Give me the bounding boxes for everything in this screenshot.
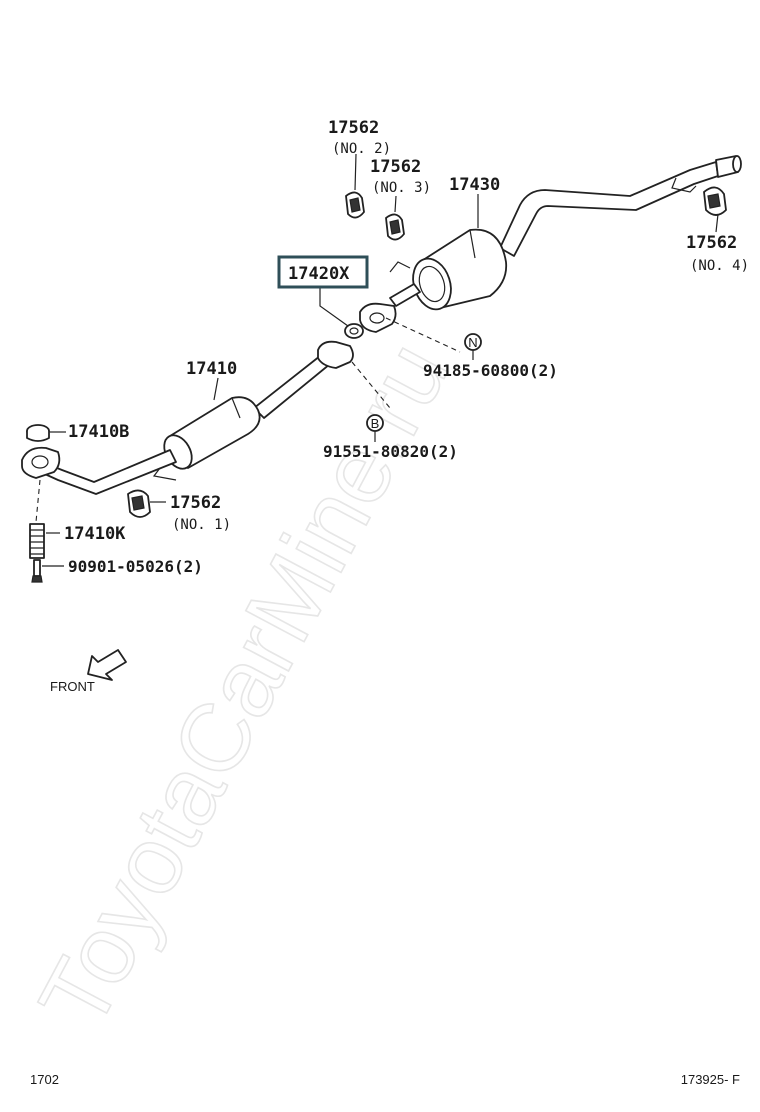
label-17420x[interactable]: 17420X (288, 264, 350, 284)
label-17562-no4-sub: (NO. 4) (690, 258, 749, 274)
label-17410[interactable]: 17410 (186, 359, 237, 379)
front-label: FRONT (50, 679, 95, 694)
label-17562-no3-sub: (NO. 3) (372, 180, 431, 196)
front-arrow-icon (87, 649, 127, 681)
leader-lines (42, 153, 719, 567)
label-17562-no4[interactable]: 17562 (686, 233, 737, 253)
label-17562-no1-sub: (NO. 1) (172, 517, 231, 533)
label-17430[interactable]: 17430 (449, 175, 500, 195)
part-labels: 17562 (NO. 2) 17562 (NO. 3) 17430 17562 … (64, 118, 749, 576)
footer-right: 173925- F (681, 1072, 740, 1087)
label-17562-no2-sub: (NO. 2) (332, 141, 391, 157)
label-17562-no3[interactable]: 17562 (370, 157, 421, 177)
footer-left: 1702 (30, 1072, 59, 1087)
label-94185-60800[interactable]: 94185-60800(2) (423, 361, 558, 380)
callout-markers: N B (366, 333, 482, 432)
highlight-box (277, 255, 369, 289)
label-17562-no2[interactable]: 17562 (328, 118, 379, 138)
label-17410k[interactable]: 17410K (64, 524, 126, 544)
gasket-17420x-drawing (344, 323, 364, 339)
front-fittings-drawing (26, 424, 50, 583)
hanger-drawings (127, 186, 727, 518)
front-direction-indicator: FRONT (50, 649, 127, 694)
alignment-lines (35, 317, 461, 523)
label-90901-05026[interactable]: 90901-05026(2) (68, 557, 203, 576)
tail-pipe-drawing (359, 155, 742, 333)
label-91551-80820[interactable]: 91551-80820(2) (323, 442, 458, 461)
callout-b: B (371, 416, 380, 431)
label-17562-no1[interactable]: 17562 (170, 493, 221, 513)
center-pipe-drawing (21, 340, 354, 495)
callout-n: N (468, 335, 477, 350)
label-17410b[interactable]: 17410B (68, 422, 129, 442)
